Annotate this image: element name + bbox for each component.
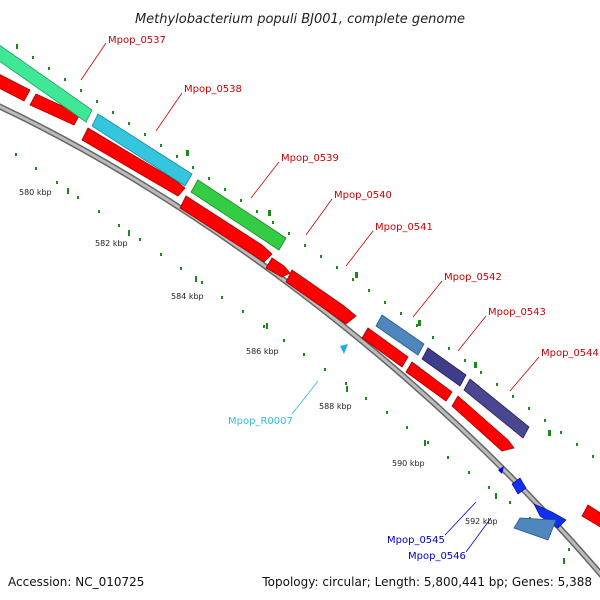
feature-mpop-0537[interactable] — [0, 42, 93, 123]
feature-reverse-small[interactable] — [498, 466, 504, 474]
feature-mpop-0543[interactable] — [421, 347, 467, 387]
outer-tick-dots — [16, 44, 594, 458]
label-leaders — [80, 42, 540, 553]
genome-backbone-highlight — [0, 105, 600, 576]
feature-reverse-small-2[interactable] — [511, 477, 527, 495]
map-title: Methylobacterium populi BJ001, complete … — [135, 12, 465, 27]
gene-label[interactable]: Mpop_0543 — [488, 307, 546, 318]
gene-label[interactable]: Mpop_0544 — [541, 348, 599, 359]
kbp-label: 584 kbp — [171, 292, 204, 301]
gene-label[interactable]: Mpop_0542 — [444, 272, 502, 283]
feature-mpop-0546[interactable] — [513, 517, 557, 541]
gene-label[interactable]: Mpop_R0007 — [228, 416, 293, 427]
gene-label[interactable]: Mpop_0537 — [108, 35, 166, 46]
gene-labels: Mpop_0537 Mpop_0538 Mpop_0539 Mpop_0540 … — [108, 35, 599, 562]
feature-mpop-0542[interactable] — [375, 314, 425, 356]
cds-feature[interactable] — [285, 269, 357, 325]
genome-summary-text: Topology: circular; Length: 5,800,441 bp… — [261, 575, 592, 589]
genome-backbone — [0, 103, 600, 578]
kbp-label: 590 kbp — [392, 459, 425, 468]
kbp-label: 588 kbp — [319, 402, 352, 411]
cds-feature[interactable] — [0, 72, 31, 102]
inner-tick-dots — [15, 153, 570, 564]
gene-label[interactable]: Mpop_0545 — [387, 535, 445, 546]
gene-label[interactable]: Mpop_0538 — [184, 84, 242, 95]
cds-feature[interactable] — [451, 395, 515, 452]
forward-cds-track — [0, 72, 600, 528]
cds-feature[interactable] — [405, 361, 453, 402]
kbp-labels: 580 kbp 582 kbp 584 kbp 586 kbp 588 kbp … — [19, 188, 498, 526]
cds-feature[interactable] — [265, 257, 291, 278]
feature-mpop-0544[interactable] — [463, 378, 530, 439]
kbp-label: 580 kbp — [19, 188, 52, 197]
feature-mpop-0545[interactable] — [533, 503, 567, 529]
kbp-label: 592 kbp — [465, 517, 498, 526]
feature-mpop-0539[interactable] — [190, 179, 287, 251]
feature-mpop-r0007[interactable] — [340, 344, 348, 354]
kbp-label: 586 kbp — [246, 347, 279, 356]
cds-feature[interactable] — [179, 195, 273, 263]
gene-label[interactable]: Mpop_0539 — [281, 153, 339, 164]
feature-mpop-0538[interactable] — [91, 113, 193, 187]
accession-text: Accession: NC_010725 — [8, 575, 144, 589]
outer-feature-track — [0, 42, 567, 541]
cds-feature[interactable] — [81, 127, 186, 197]
cds-feature[interactable] — [581, 504, 600, 528]
gene-label[interactable]: Mpop_0546 — [408, 551, 466, 562]
cds-feature[interactable] — [361, 327, 409, 368]
gene-label[interactable]: Mpop_0541 — [375, 222, 433, 233]
gene-label[interactable]: Mpop_0540 — [334, 190, 392, 201]
kbp-label: 582 kbp — [95, 239, 128, 248]
